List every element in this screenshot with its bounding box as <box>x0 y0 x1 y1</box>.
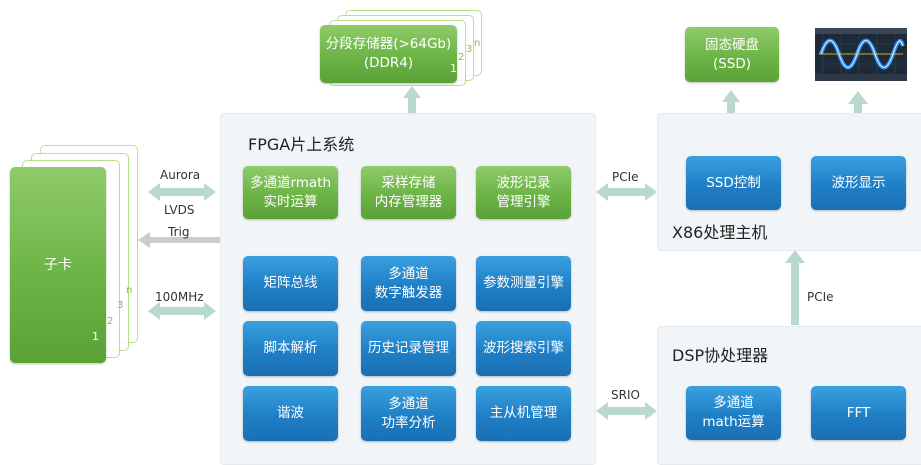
ssd-control-block: SSD控制 <box>686 156 781 210</box>
label-trig: Trig <box>168 225 190 239</box>
card-num-3: 3 <box>117 300 124 311</box>
parameter-measure-block: 参数测量引擎 <box>476 256 571 311</box>
harmonic-block: 谐波 <box>243 386 338 441</box>
power-analysis-block: 多通道 功率分析 <box>361 386 456 441</box>
arrow-aurora-lvds <box>148 183 216 201</box>
label-aurora: Aurora <box>160 168 201 182</box>
arrow-100mhz <box>148 302 216 320</box>
ddr-num-1: 1 <box>450 62 457 75</box>
waveform-screen-icon <box>815 28 907 81</box>
fpga-title: FPGA片上系统 <box>248 135 355 154</box>
ddr-num-n: n <box>474 38 481 49</box>
history-manage-block: 历史记录管理 <box>361 321 456 376</box>
script-parse-block: 脚本解析 <box>243 321 338 376</box>
rmath-block: 多通道rmath 实时运算 <box>243 166 338 219</box>
memory-manager-block: 采样存储 内存管理器 <box>361 166 456 219</box>
digital-trigger-block: 多通道 数字触发器 <box>361 256 456 311</box>
waveform-record-block: 波形记录 管理引擎 <box>476 166 571 219</box>
label-100mhz: 100MHz <box>155 290 204 304</box>
label-pcie-dsp-x86: PCIe <box>807 290 834 304</box>
waveform-display-block: 波形显示 <box>811 156 906 210</box>
ssd-box: 固态硬盘 (SSD) <box>685 27 779 82</box>
fft-block: FFT <box>811 386 906 440</box>
daughter-card: 子卡 <box>10 167 106 363</box>
ddr-memory: 分段存储器(>64Gb) (DDR4) <box>320 25 457 83</box>
x86-title: X86处理主机 <box>672 223 768 242</box>
arrow-pcie-fpga-x86 <box>596 183 657 201</box>
card-num-2: 2 <box>107 316 114 327</box>
arrow-pcie-dsp-x86 <box>785 250 805 325</box>
matrix-bus-block: 矩阵总线 <box>243 256 338 311</box>
card-num-n: n <box>126 285 133 296</box>
ddr-num-2: 2 <box>458 52 465 63</box>
card-num-1: 1 <box>92 330 99 343</box>
dsp-math-block: 多通道 math运算 <box>686 386 781 440</box>
dsp-title: DSP协处理器 <box>672 346 769 365</box>
master-slave-block: 主从机管理 <box>476 386 571 441</box>
label-pcie-fpga-x86: PCIe <box>612 170 639 184</box>
waveform-search-block: 波形搜索引擎 <box>476 321 571 376</box>
label-lvds: LVDS <box>164 203 195 217</box>
arrow-srio <box>596 402 657 420</box>
label-srio: SRIO <box>611 388 640 402</box>
ddr-num-3: 3 <box>466 44 473 55</box>
